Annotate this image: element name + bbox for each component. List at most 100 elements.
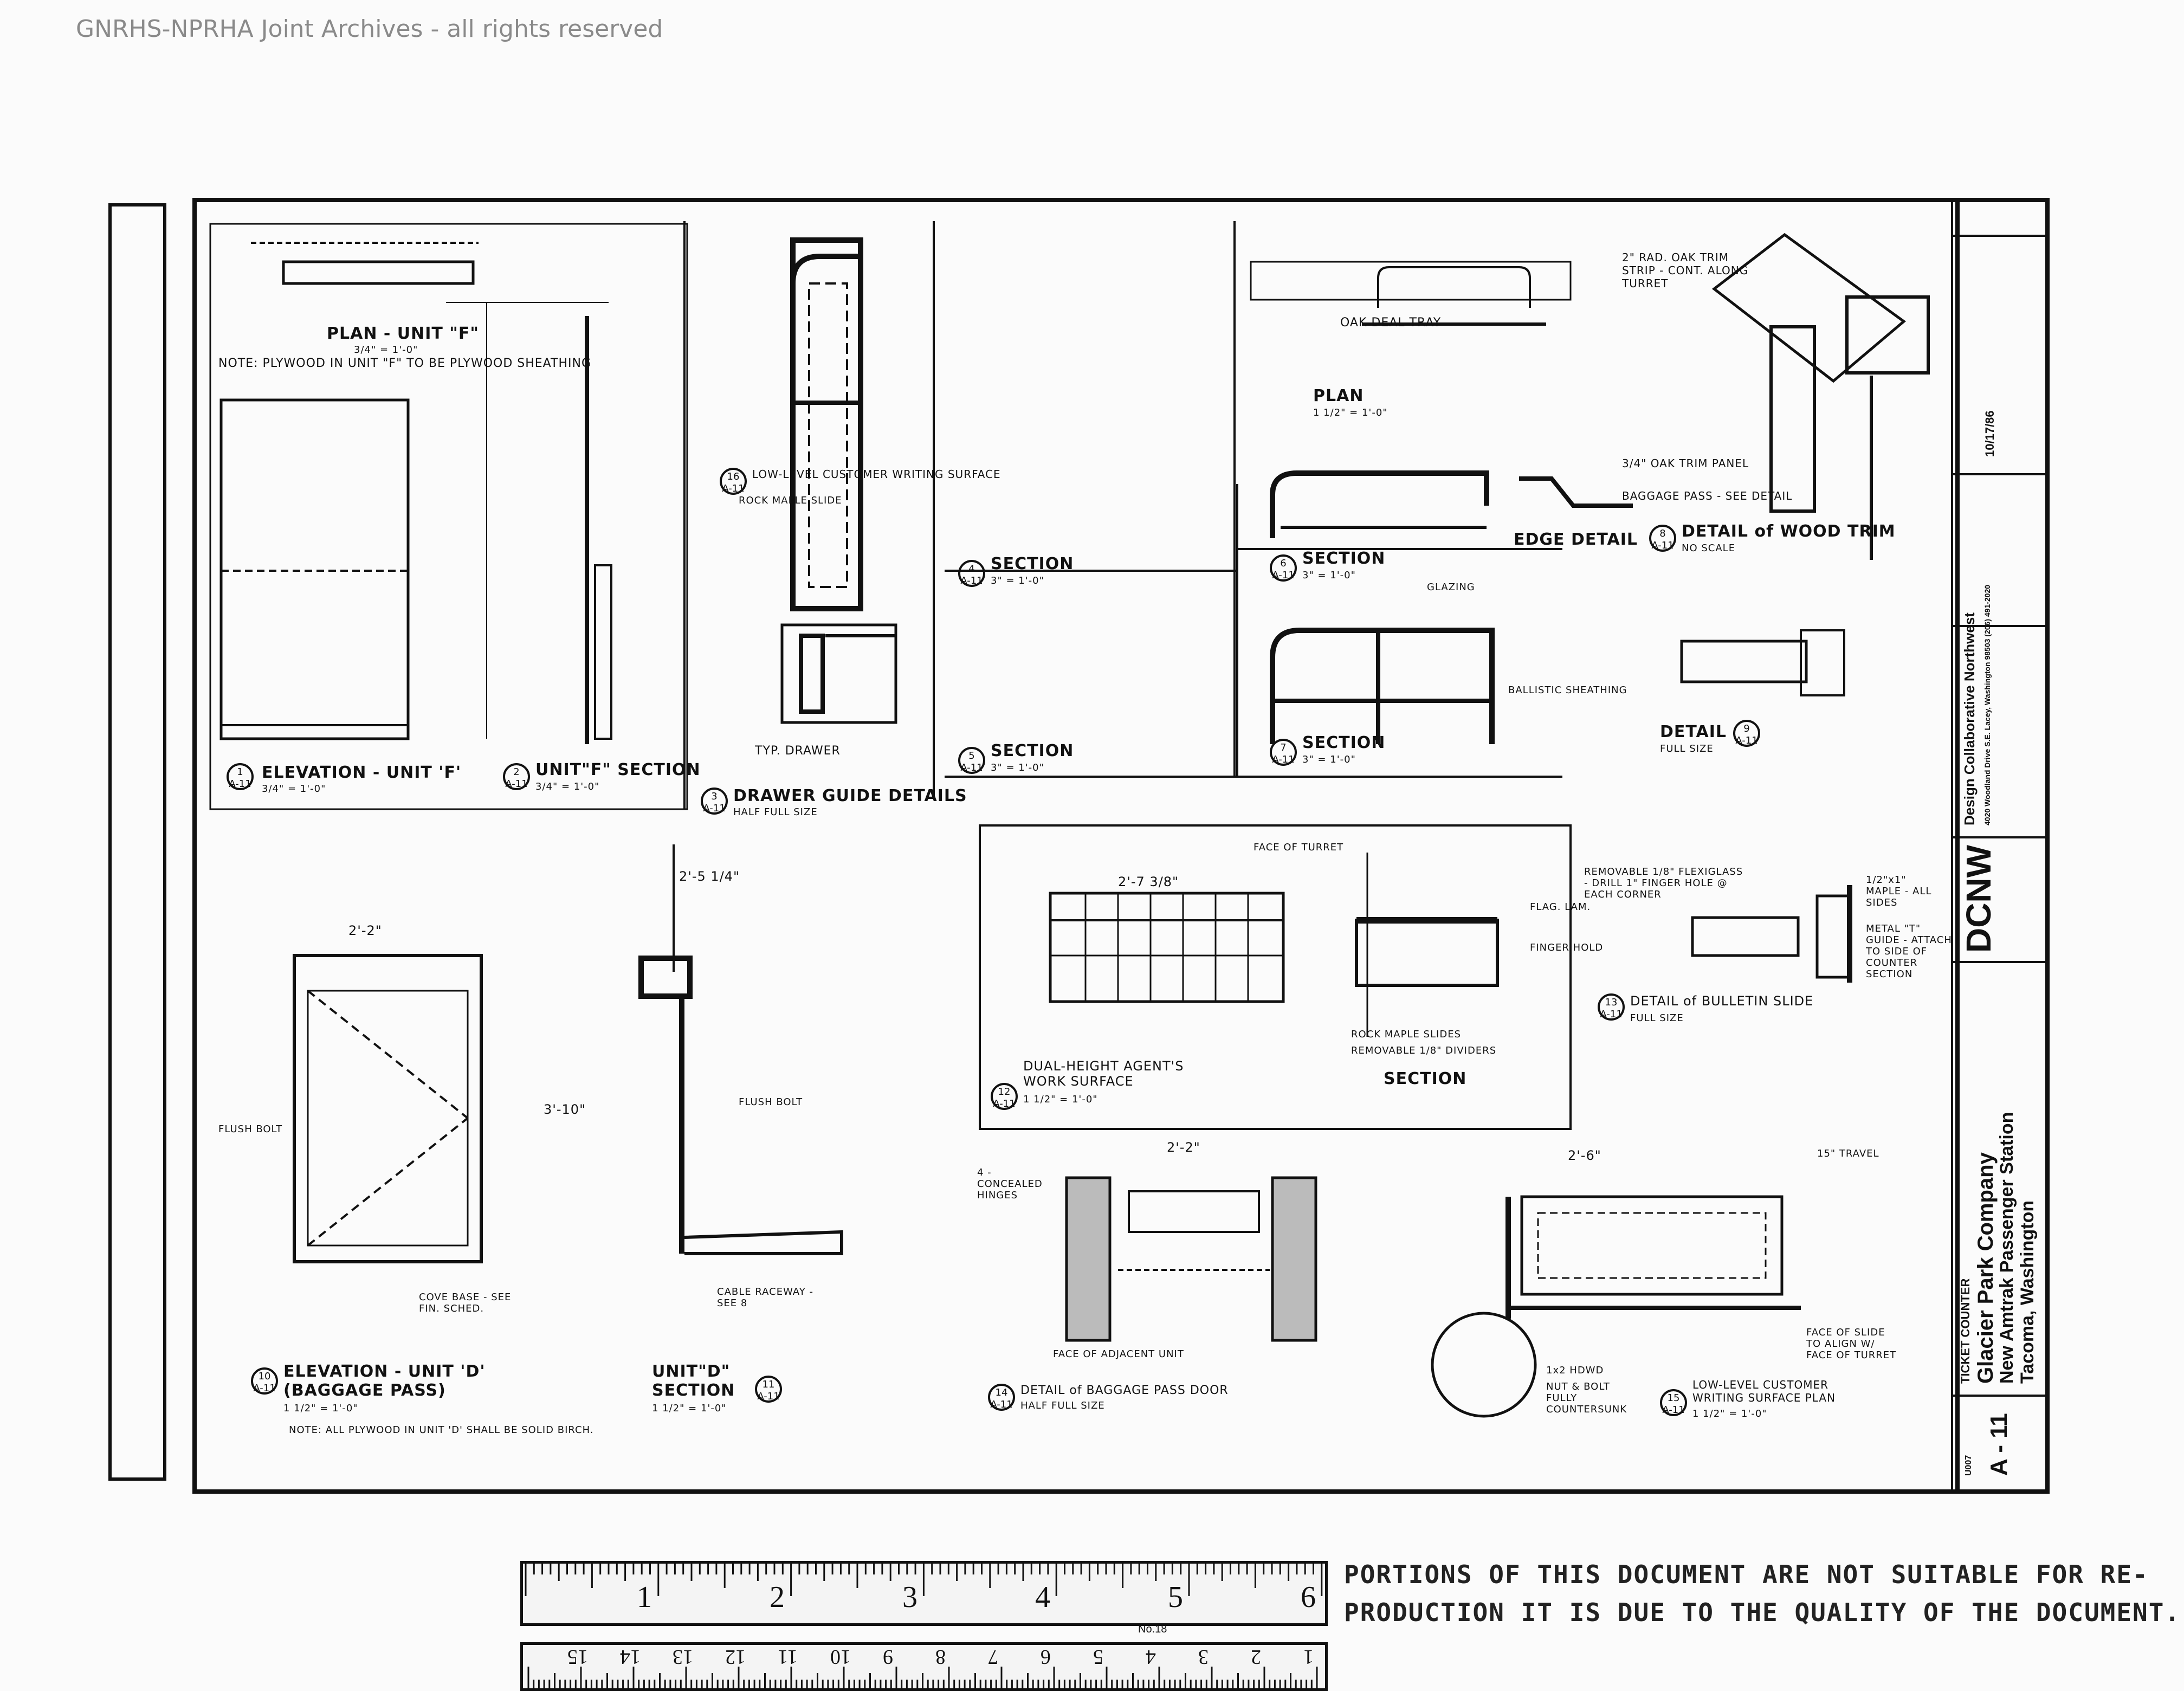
title-block: 10/17/86 DCNW Design Collaborative North… (1951, 198, 2050, 1494)
detail-8-title: DETAIL of WOOD TRIM (1682, 522, 1896, 541)
reproduction-stamp: PORTIONS OF THIS DOCUMENT ARE NOT SUITAB… (1344, 1556, 2181, 1631)
detail-10-note: NOTE: ALL PLYWOOD IN UNIT 'D' SHALL BE S… (289, 1424, 594, 1436)
work-surface-section-label: SECTION (1384, 1069, 1467, 1088)
ruler-cm-num: 12 (725, 1645, 746, 1668)
ruler-num-3: 3 (902, 1580, 917, 1614)
plan-small-title: PLAN (1313, 386, 1364, 405)
typ-drawer-label: TYP. DRAWER (755, 744, 841, 758)
dim-2-7: 2'-7 3/8" (1118, 874, 1179, 889)
removable-flexiglass-label: REMOVABLE 1/8" FLEXIGLASS - DRILL 1" FIN… (1584, 866, 1743, 900)
detail-15-title: LOW-LEVEL CUSTOMER WRITING SURFACE PLAN (1692, 1378, 1836, 1404)
ruler-cm-num: 6 (1041, 1645, 1051, 1668)
detail-15-scale: 1 1/2" = 1'-0" (1692, 1408, 1767, 1419)
detail-2-scale: 3/4" = 1'-0" (535, 781, 600, 792)
ruler-num-1: 1 (637, 1580, 652, 1614)
plan-unit-f-scale: 3/4" = 1'-0" (354, 344, 418, 356)
detail-14-title: DETAIL of BAGGAGE PASS DOOR (1020, 1384, 1229, 1397)
detail-6-scale: 3" = 1'-0" (1302, 570, 1356, 581)
detail-9-scale: FULL SIZE (1660, 743, 1714, 754)
ruler-cm-num: 11 (778, 1645, 798, 1668)
face-of-turret-label: FACE OF TURRET (1253, 842, 1344, 853)
tb-project: New Amtrak Passenger Station (1996, 1112, 2017, 1384)
ruler-cm-num: 4 (1146, 1645, 1156, 1668)
ruler-cm-num: 2 (1251, 1645, 1261, 1668)
ruler-label: No.18 (1138, 1623, 1167, 1635)
removable-dividers-label: REMOVABLE 1/8" DIVIDERS (1351, 1045, 1497, 1056)
baggage-pass-label: BAGGAGE PASS - SEE DETAIL (1622, 489, 1793, 502)
ruler-cm-num: 9 (883, 1645, 893, 1668)
ruler-cm-num: 10 (830, 1645, 851, 1668)
detail-13-title: DETAIL of BULLETIN SLIDE (1630, 993, 1814, 1009)
travel-label: 15" TRAVEL (1817, 1148, 1879, 1159)
ruler-cm-num: 3 (1198, 1645, 1209, 1668)
dim-2-2-b: 2'-2" (1167, 1140, 1200, 1155)
ruler-cm-num: 1 (1303, 1645, 1314, 1668)
ruler-num-6: 6 (1301, 1580, 1316, 1614)
detail-13-scale: FULL SIZE (1630, 1012, 1684, 1024)
tb-job: U007 (1964, 1455, 1973, 1476)
dim-2-6: 2'-6" (1568, 1148, 1601, 1163)
detail-12-scale: 1 1/2" = 1'-0" (1023, 1094, 1098, 1105)
detail-10-title: ELEVATION - UNIT 'D' (BAGGAGE PASS) (283, 1362, 486, 1400)
tb-date: 10/17/86 (1983, 410, 1996, 457)
detail-1-scale: 3/4" = 1'-0" (262, 783, 326, 795)
ruler-num-4: 4 (1035, 1580, 1050, 1614)
detail-3-title: DRAWER GUIDE DETAILS (733, 786, 967, 805)
cove-base-label: COVE BASE - SEE FIN. SCHED. (419, 1292, 512, 1314)
cable-raceway-label: CABLE RACEWAY - SEE 8 (717, 1286, 814, 1309)
maple-label: 1/2"x1" MAPLE - ALL SIDES (1866, 874, 1932, 908)
detail-11-scale: 1 1/2" = 1'-0" (652, 1403, 727, 1414)
scale-ruler-inches: 1 2 3 4 5 6 (520, 1561, 1328, 1626)
tb-location: Tacoma, Washington (2017, 1200, 2038, 1384)
detail-7-scale: 3" = 1'-0" (1302, 754, 1356, 765)
ruler-cm-num: 14 (620, 1645, 641, 1668)
ruler-cm-num: 5 (1093, 1645, 1103, 1668)
stamp-line-1: PORTIONS OF THIS DOCUMENT ARE NOT SUITAB… (1344, 1560, 2149, 1589)
tb-firm-logo: DCNW (1959, 844, 1998, 953)
tb-firm-address: 4020 Woodland Drive S.E. Lacey, Washingt… (1983, 584, 1992, 825)
archive-watermark: GNRHS-NPRHA Joint Archives - all rights … (76, 15, 663, 43)
dim-3-10: 3'-10" (544, 1102, 586, 1117)
detail-7-title: SECTION (1302, 733, 1386, 752)
detail-2-title: UNIT"F" SECTION (535, 760, 701, 779)
hdwd-label: 1x2 HDWD (1546, 1365, 1604, 1376)
face-slide-label: FACE OF SLIDE TO ALIGN W/ FACE OF TURRET (1806, 1327, 1897, 1361)
dim-2-2: 2'-2" (348, 923, 382, 938)
ruler-cm-num: 8 (935, 1645, 946, 1668)
plan-unit-f-note: NOTE: PLYWOOD IN UNIT "F" TO BE PLYWOOD … (218, 357, 591, 370)
concealed-hinges-label: 4 - CONCEALED HINGES (977, 1167, 1043, 1201)
tb-firm-name: Design Collaborative Northwest (1961, 612, 1978, 825)
oak-trim-panel-label: 3/4" OAK TRIM PANEL (1622, 457, 1749, 470)
ruler-num-5: 5 (1168, 1580, 1183, 1614)
oak-deal-tray-label: OAK DEAL TRAY (1340, 316, 1442, 330)
nut-bolt-label: NUT & BOLT FULLY COUNTERSUNK (1546, 1381, 1627, 1415)
plan-small-scale: 1 1/2" = 1'-0" (1313, 407, 1388, 418)
glazing-label: GLAZING (1427, 582, 1475, 593)
tb-client: Glacier Park Company (1974, 1152, 1998, 1384)
sheet-linework (209, 221, 1930, 1418)
flag-lam-label: FLAG. LAM. (1530, 901, 1591, 913)
detail-12-title: DUAL-HEIGHT AGENT'S WORK SURFACE (1023, 1059, 1184, 1089)
detail-9-title: DETAIL (1660, 722, 1727, 741)
rock-maple-slides-label: ROCK MAPLE SLIDES (1351, 1029, 1462, 1040)
ruler-cm-num: 7 (988, 1645, 998, 1668)
detail-1-title: ELEVATION - UNIT 'F' (262, 763, 462, 782)
detail-3-scale: HALF FULL SIZE (733, 806, 818, 818)
ruler-num-2: 2 (770, 1580, 785, 1614)
face-adjacent-unit-label: FACE OF ADJACENT UNIT (1053, 1348, 1184, 1360)
drawing-sheet: PLAN - UNIT "F" 3/4" = 1'-0" NOTE: PLYWO… (192, 198, 1960, 1494)
